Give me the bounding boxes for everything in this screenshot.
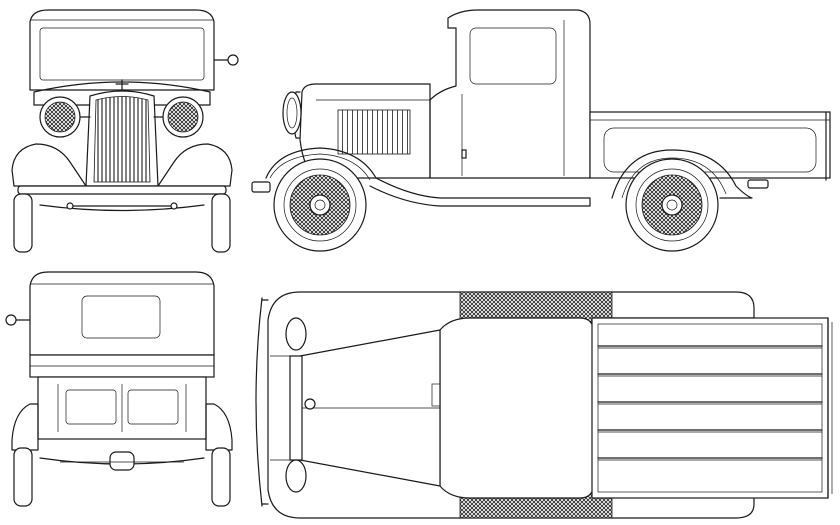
hood-vents	[337, 109, 411, 155]
side-headlight	[282, 91, 302, 135]
side-cab-outline	[429, 9, 591, 179]
side-mirror	[227, 54, 239, 66]
top-cab-roof	[439, 317, 595, 499]
left-front-fender	[11, 143, 87, 187]
side-hood	[299, 83, 431, 179]
rear-window	[81, 295, 161, 339]
left-rear-tire	[13, 447, 33, 507]
side-rear-bumper	[747, 179, 769, 189]
side-front-wheel	[273, 158, 367, 252]
rear-view	[5, 271, 233, 507]
top-pickup-bed	[591, 317, 829, 499]
right-front-tire	[211, 193, 231, 253]
pickup-bed	[589, 111, 831, 179]
rear-cab-outline	[29, 271, 215, 356]
front-cab-outline	[29, 9, 215, 91]
front-windshield	[39, 27, 205, 81]
left-front-tire	[13, 193, 33, 253]
side-rear-wheel	[625, 158, 719, 252]
right-rear-tire	[211, 447, 231, 507]
side-front-bumper	[251, 181, 271, 193]
top-fender-outline	[267, 291, 755, 519]
right-front-fender	[157, 143, 233, 187]
top-view	[255, 291, 833, 519]
cab-roof-mesh-top	[459, 291, 613, 323]
top-front-bumper	[255, 297, 263, 507]
front-bumper	[17, 185, 227, 195]
side-window	[469, 27, 557, 85]
side-view	[251, 9, 831, 252]
front-view	[11, 9, 239, 253]
differential	[109, 451, 135, 471]
side-front-fender	[265, 147, 591, 207]
bed-floor-slats	[597, 345, 823, 461]
top-radiator	[289, 355, 303, 461]
side-rear-fender	[611, 149, 753, 199]
